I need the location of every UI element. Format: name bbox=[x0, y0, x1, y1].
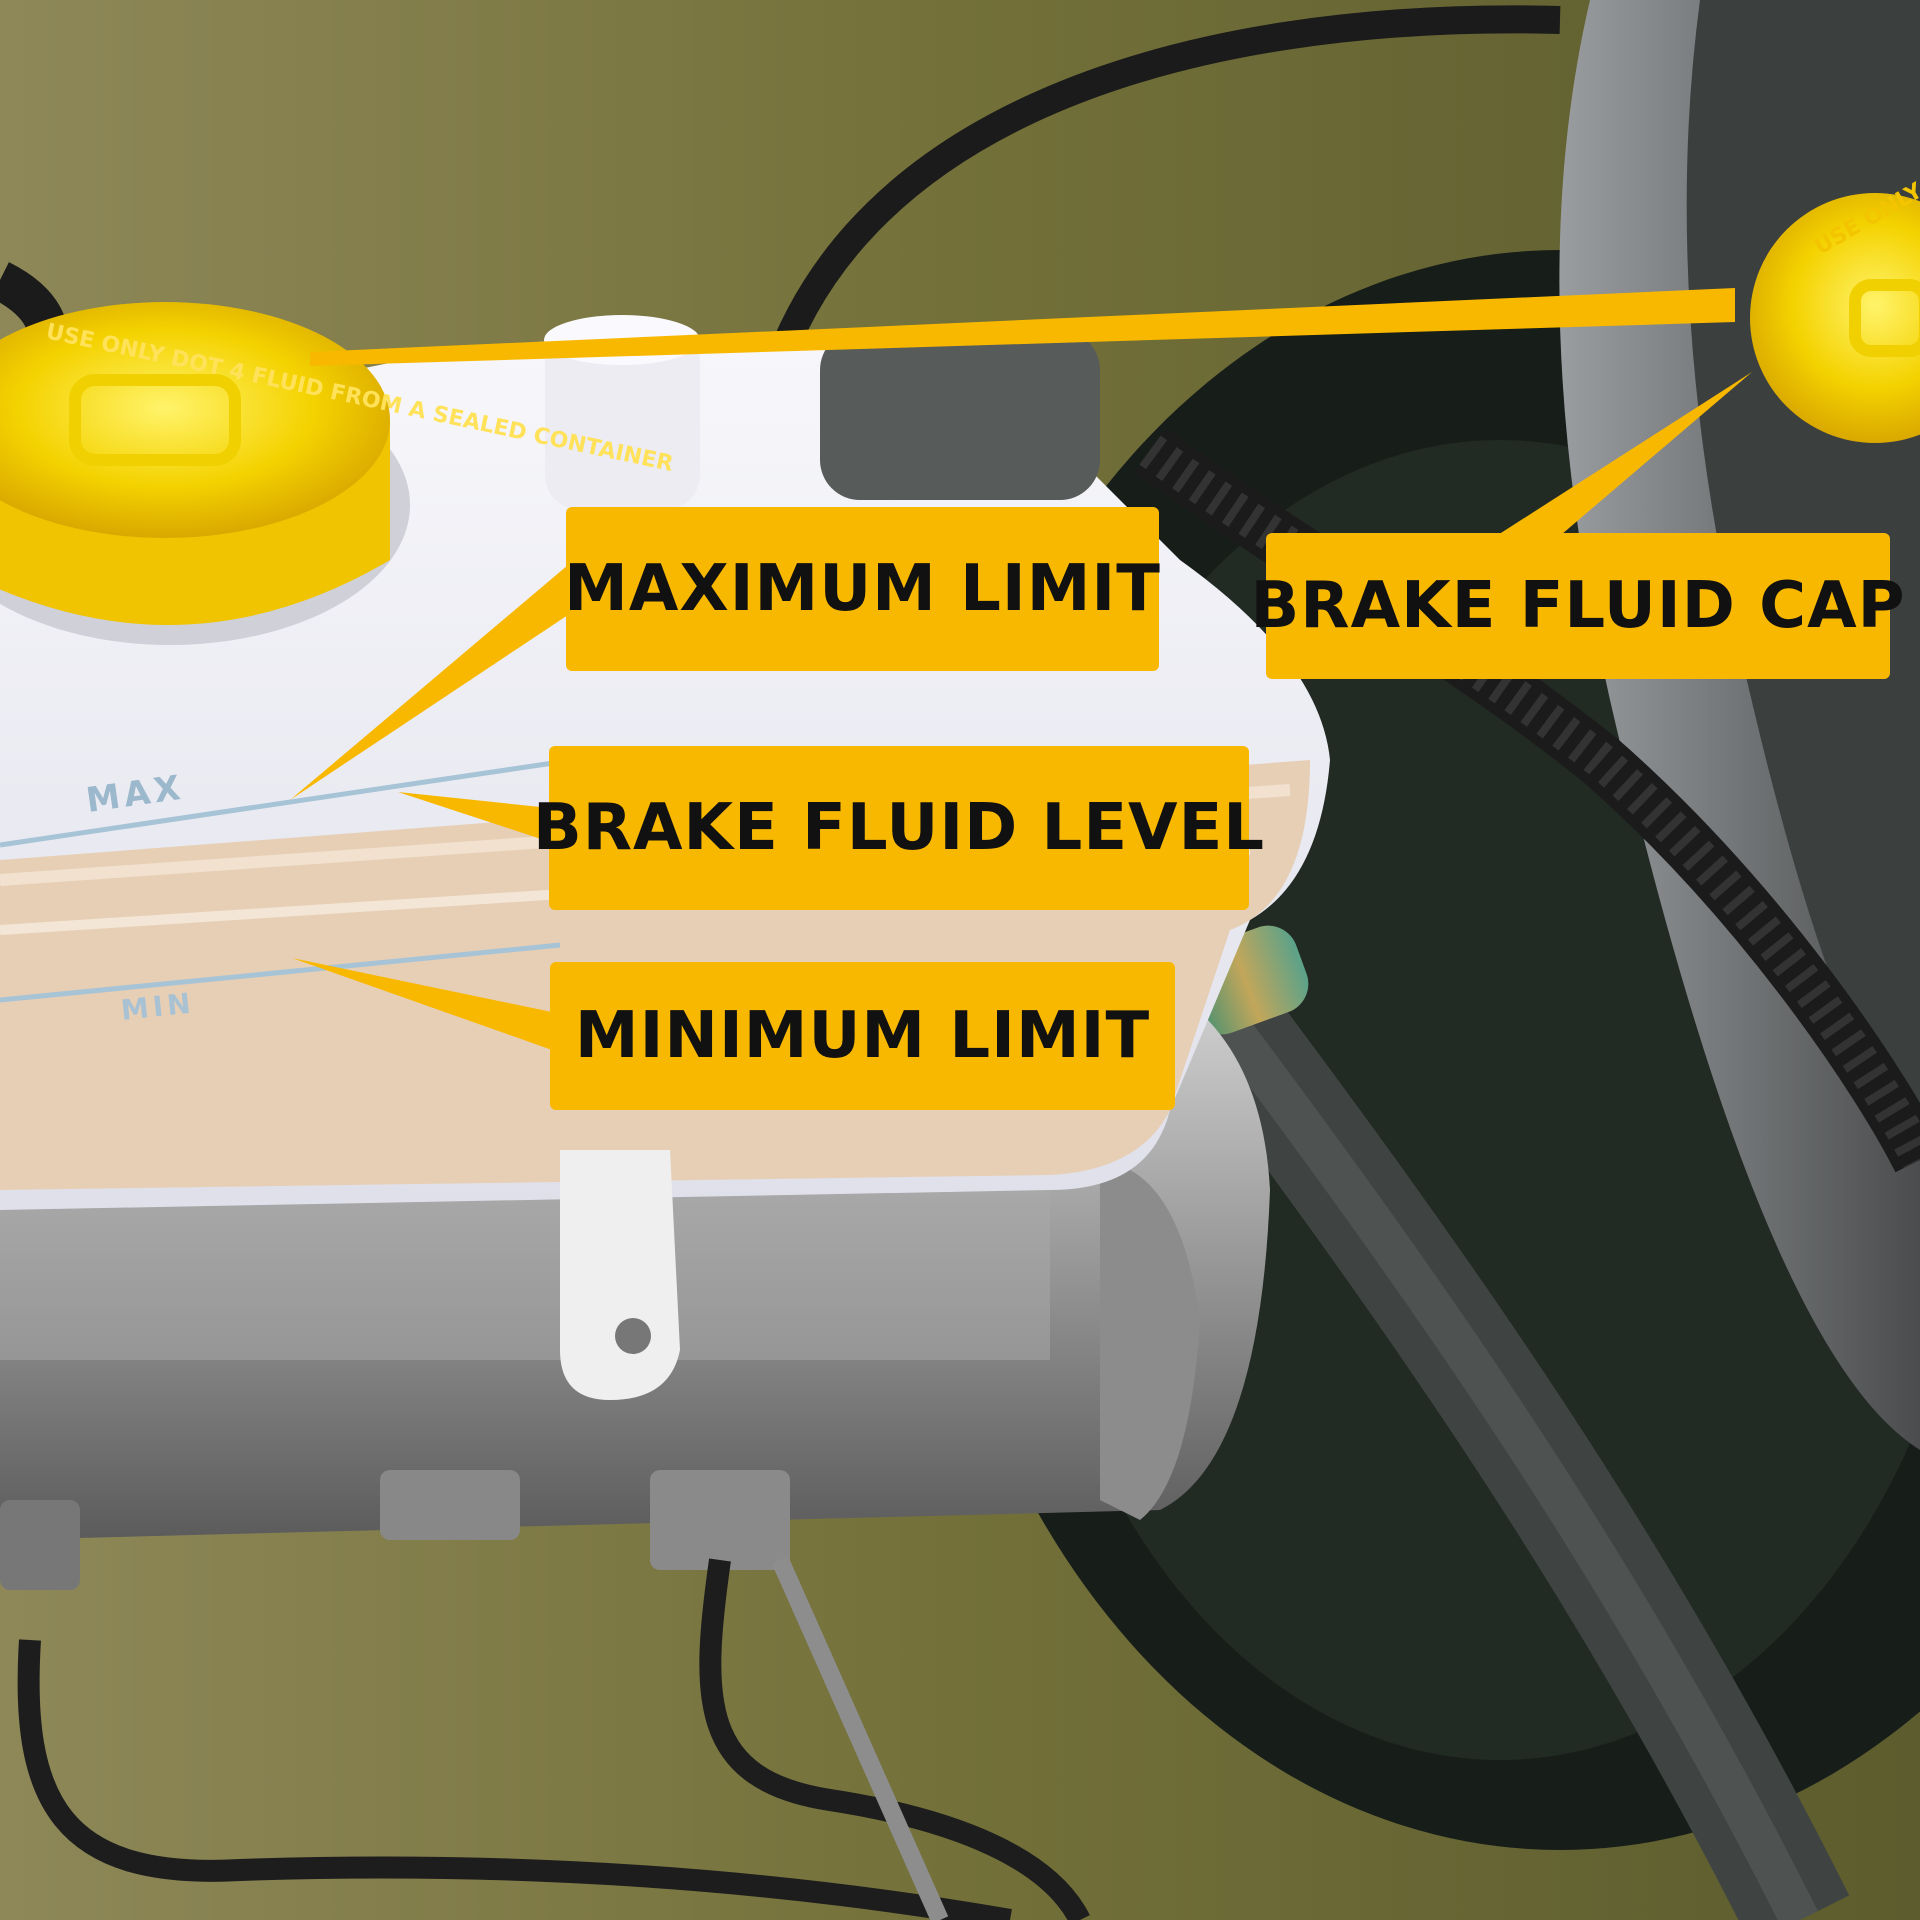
cap-symbol-icon bbox=[69, 374, 241, 466]
level-pointer bbox=[398, 792, 550, 842]
max-pointer bbox=[290, 565, 568, 800]
brake-fluid-level-label: BRAKE FLUID LEVEL bbox=[532, 791, 1266, 865]
brake-line-3 bbox=[771, 1556, 949, 1920]
brake-fluid-cap-callout: BRAKE FLUID CAP bbox=[1251, 533, 1905, 679]
minimum-limit-label: MINIMUM LIMIT bbox=[574, 999, 1151, 1073]
cap-pointer bbox=[1490, 372, 1752, 540]
brake-line-1 bbox=[17, 1639, 1012, 1920]
minimum-limit-callout: MINIMUM LIMIT bbox=[550, 962, 1175, 1110]
upper-hose bbox=[746, 5, 1561, 433]
cap-symbol-icon-right bbox=[1849, 279, 1920, 357]
min-mark: MIN bbox=[119, 986, 196, 1027]
maximum-limit-label: MAXIMUM LIMIT bbox=[564, 552, 1161, 626]
min-line bbox=[0, 942, 561, 1003]
min-pointer bbox=[292, 958, 552, 1050]
brake-fluid-level-callout: BRAKE FLUID LEVEL bbox=[533, 746, 1264, 910]
max-line bbox=[0, 759, 561, 848]
maximum-limit-callout: MAXIMUM LIMIT bbox=[564, 507, 1161, 671]
brake-line-2 bbox=[699, 1558, 1090, 1920]
cap-leader-line bbox=[310, 288, 1735, 366]
brake-fluid-cap-label: BRAKE FLUID CAP bbox=[1250, 569, 1906, 643]
